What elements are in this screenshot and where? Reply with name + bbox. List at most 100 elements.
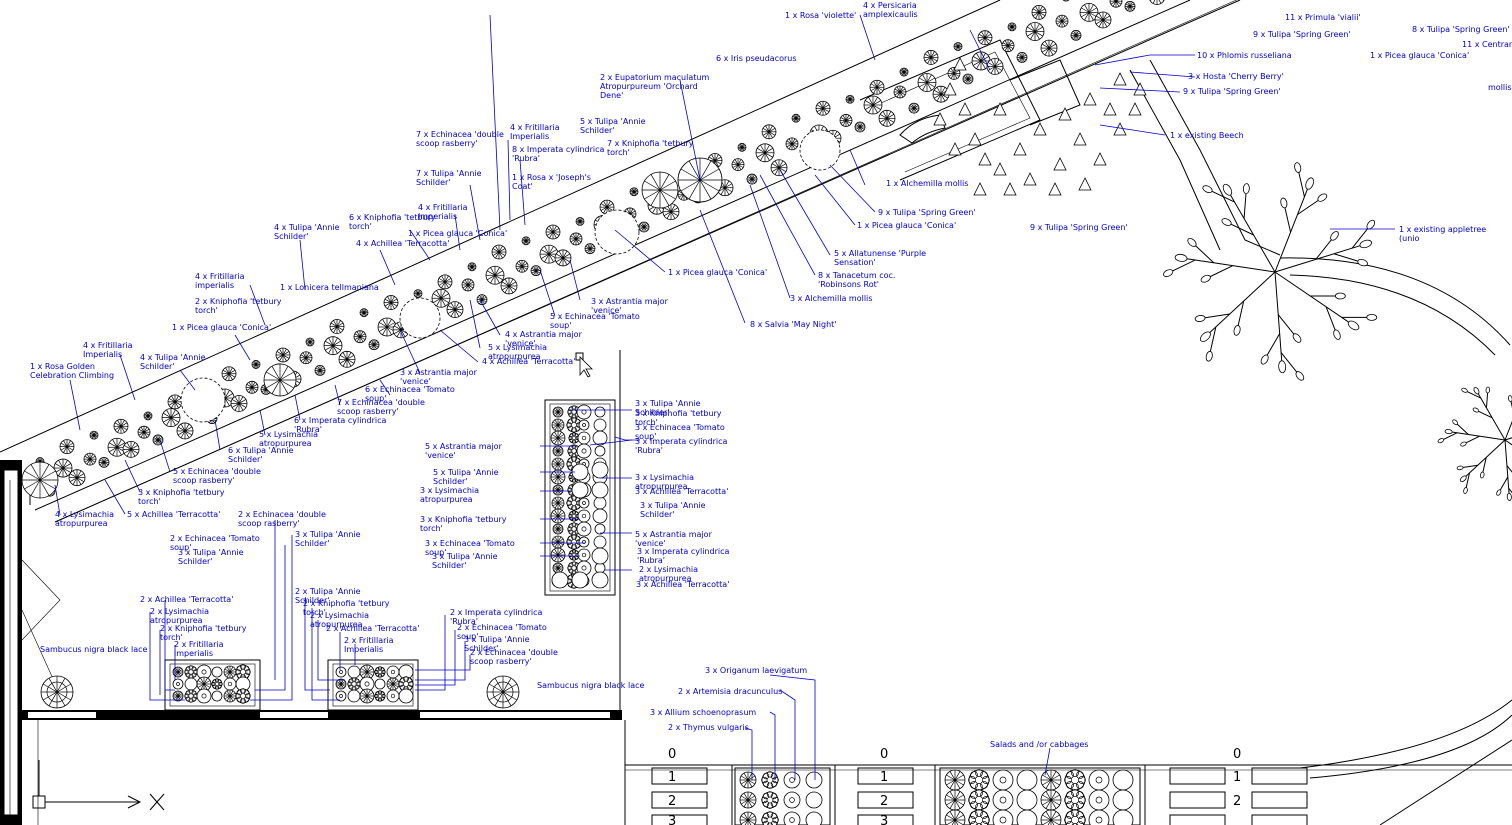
label-salvia: 8 x Salvia 'May Night' — [750, 320, 837, 329]
svg-text:1: 1 — [880, 770, 888, 785]
vertical-planter-box — [544, 399, 616, 596]
label-salads: Salads and /or cabbages — [990, 740, 1088, 749]
label-allium: 3 x Allium schoenoprasum — [650, 708, 756, 717]
label-astrantia-3: 3 x Astrantia major'venice' — [591, 297, 669, 315]
label-achillea-4: 4 x Achillea 'Terracotta' — [482, 357, 575, 366]
label-imperata-2: 2 x Imperata cylindrica'Rubra' — [450, 608, 542, 626]
label-tulipa-sg-far: 8 x Tulipa 'Spring Green' — [1412, 25, 1510, 34]
label-mollis-far: mollis — [1488, 83, 1512, 92]
label-hosta: 3 x Hosta 'Cherry Berry' — [1188, 72, 1284, 81]
label-primula: 11 x Primula 'vialii' — [1285, 13, 1361, 22]
svg-text:3: 3 — [880, 814, 888, 825]
label-achillea-2: 2 x Achillea 'Terracotta' — [140, 595, 233, 604]
label-picea-top: 1 x Picea glauca 'Conica' — [1370, 51, 1469, 60]
bed-numbers: 0 1 2 3 0 1 2 3 0 1 2 — [668, 747, 1241, 825]
label-picea-conica-4: 1 x Picea glauca 'Conica' — [172, 323, 271, 332]
label-alchemilla-1: 1 x Alchemilla mollis — [886, 179, 968, 188]
label-achillea-2b: 2 x Achillea 'Terracotta' — [326, 624, 419, 633]
vegetable-beds — [625, 764, 1512, 825]
label-thymus: 2 x Thymus vulgaris — [668, 723, 749, 732]
label-sambucus-2: Sambucus nigra black lace — [537, 681, 645, 690]
svg-text:0: 0 — [1233, 747, 1241, 762]
svg-text:1: 1 — [668, 770, 676, 785]
label-picea-conica-3: 1 x Picea glauca 'Conica' — [408, 229, 507, 238]
box-label-4: 5 x Astrantia major'venice' — [425, 442, 503, 460]
ucs-axis-icon[interactable] — [32, 760, 165, 811]
label-astrantia-3b: 3 x Astrantia major'venice' — [400, 368, 478, 386]
lower-planter-boxes — [164, 659, 419, 711]
label-sambucus-1: Sambucus nigra black lace — [40, 645, 148, 654]
box-label-13: 3 x Imperata cylindrica'Rubra' — [637, 547, 729, 565]
label-tulipa-sg-4: 9 x Tulipa 'Spring Green' — [1030, 223, 1128, 232]
label-tulipa-sg-3: 9 x Tulipa 'Spring Green' — [878, 208, 976, 217]
terrace-structure — [859, 39, 1512, 825]
box-label-11: 5 x Astrantia major'venice' — [635, 530, 713, 548]
sambucus-symbol-right — [486, 675, 520, 709]
label-artemisia: 2 x Artemisia dracunculus — [678, 687, 782, 696]
label-achillea-5: 5 x Achillea 'Terracotta' — [127, 510, 220, 519]
arrow-cursor-icon — [575, 352, 593, 378]
box-label-3: 3 x Imperata cylindrica'Rubra' — [635, 437, 727, 455]
label-origanum: 3 x Origanum laevigatum — [705, 666, 807, 675]
label-rosa-violette: 1 x Rosa 'violette' — [785, 11, 856, 20]
svg-text:2: 2 — [668, 794, 676, 809]
label-imperata-8: 8 x Imperata cylindrica'Rubra' — [512, 145, 604, 163]
box-label-8: 3 x Achillea 'Terracotta' — [635, 487, 728, 496]
svg-text:3: 3 — [668, 814, 676, 825]
svg-text:1: 1 — [1233, 770, 1241, 785]
label-tulipa-sg-top: 9 x Tulipa 'Spring Green' — [1253, 30, 1351, 39]
leader-lines — [54, 14, 1395, 780]
appletree-symbol — [1163, 162, 1378, 381]
label-achillea-4b: 4 x Achillea 'Terracotta' — [356, 239, 449, 248]
house-wall — [0, 350, 626, 825]
label-phlomis: 10 x Phlomis russeliana — [1197, 51, 1292, 60]
label-centranthus: 11 x Centranthus 'ruber' — [1462, 40, 1512, 49]
label-beech: 1 x existing Beech — [1170, 131, 1244, 140]
tulip-triangle-symbols — [933, 57, 1147, 196]
